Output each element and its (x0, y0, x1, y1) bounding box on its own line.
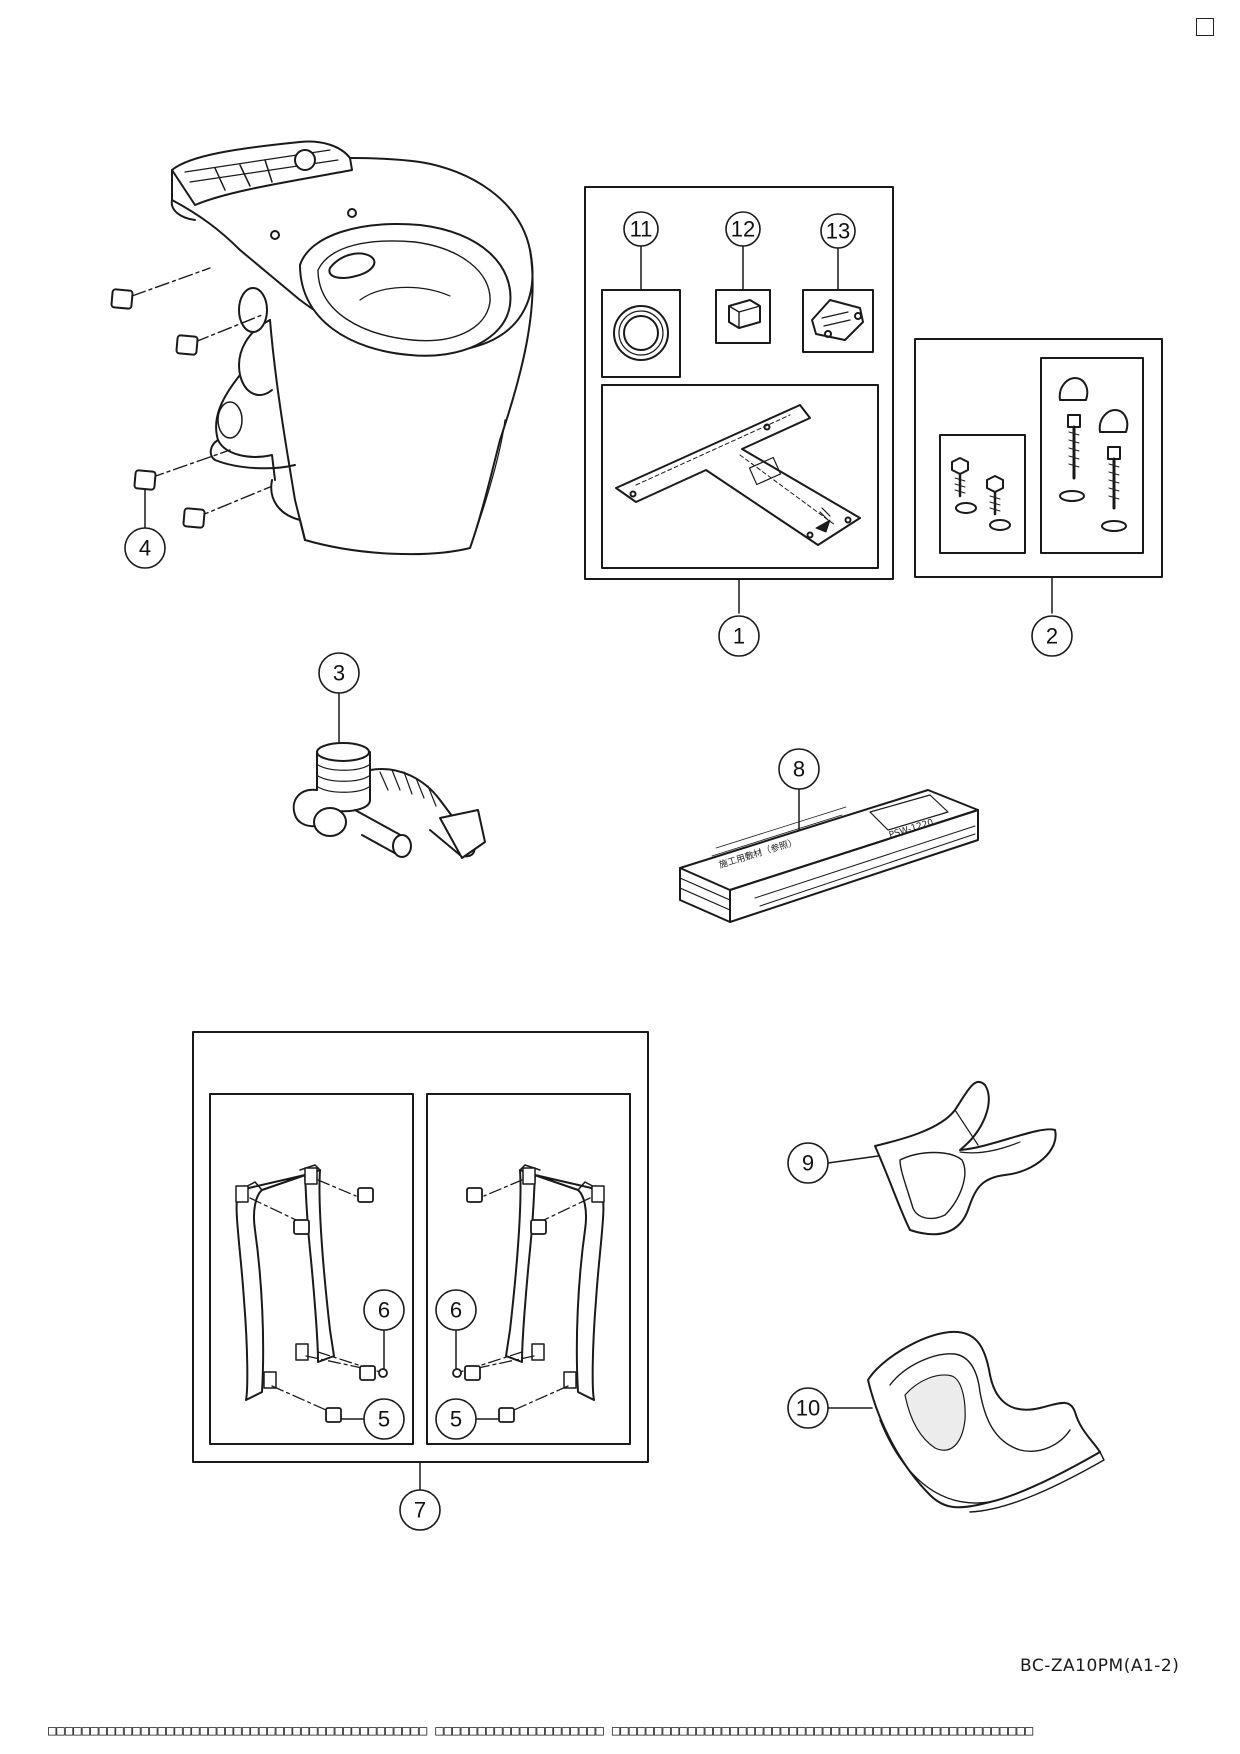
callout-9: 9 (802, 1151, 814, 1176)
model-code: BC-ZA10PM(A1-2) (1020, 1656, 1180, 1676)
kit-1-box (584, 186, 894, 614)
corner-checkbox (1196, 18, 1214, 36)
callout-6-left: 6 (378, 1298, 390, 1323)
callout-2: 2 (1046, 624, 1058, 649)
callout-5-left: 5 (378, 1407, 390, 1432)
callout-13: 13 (826, 219, 850, 244)
callout-numbers: 11 12 13 1 2 3 4 8 6 6 5 5 7 9 10 (139, 217, 1058, 1523)
cover-piece-10 (827, 1330, 1105, 1513)
cover-piece-9 (827, 1080, 1057, 1236)
callout-8: 8 (793, 757, 805, 782)
callout-3: 3 (333, 661, 345, 686)
toilet-bowl-illustration (170, 140, 534, 556)
callouts (124, 211, 1073, 1531)
installation-material-box: 施工用敷材（参照） PSW-1220 (679, 788, 979, 923)
callout-7: 7 (414, 1498, 426, 1523)
kit-7-box (192, 1031, 649, 1491)
kit-2-box (914, 338, 1163, 614)
callout-6-right: 6 (450, 1298, 462, 1323)
callout-10: 10 (796, 1396, 820, 1421)
drain-elbow-illustration (292, 692, 486, 859)
footer-strip: □□□□□□□□□□□□□□□□□□□□□□□□□□□□□□□□□□□□□□□□… (48, 1722, 1198, 1740)
callout-11: 11 (630, 217, 653, 242)
guide-lines-foot-pads (131, 267, 271, 519)
foot-pads (110, 288, 206, 529)
callout-5-right: 5 (450, 1407, 462, 1432)
footer-segment-3: □□□□□□□□□□□□□□□□□□□□□□□□□□□□□□□□□□□□□□□□… (611, 1723, 1034, 1739)
callout-4: 4 (139, 536, 151, 561)
footer-segment-1: □□□□□□□□□□□□□□□□□□□□□□□□□□□□□□□□□□□□□□□□… (48, 1723, 428, 1739)
callout-leaders-top (640, 244, 839, 291)
callout-1: 1 (733, 624, 745, 649)
footer-segment-2: □□□□□□□□□□□□□□□□□□□□ (435, 1723, 604, 1739)
callout-12: 12 (731, 217, 755, 242)
